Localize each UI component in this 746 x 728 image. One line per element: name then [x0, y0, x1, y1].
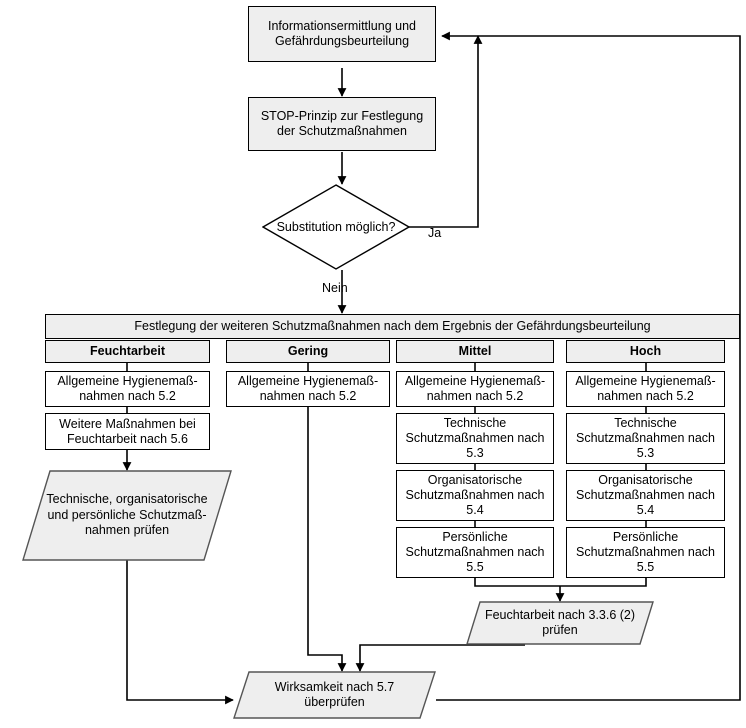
step-hoch-2[interactable]: Technische Schutzmaßnahmen nach 5.3	[566, 413, 725, 464]
column-header-gering-label: Gering	[287, 344, 329, 358]
step-hoch-2-label: Technische Schutzmaßnahmen nach 5.3	[576, 416, 715, 460]
edge-label-ja: Ja	[428, 226, 442, 240]
step-feuchtarbeit-2-label: Weitere Maßnahmen bei Feuchtarbeit nach …	[59, 416, 196, 446]
step-mittel-1[interactable]: Allgemeine Hygienemaß- nahmen nach 5.2	[396, 371, 554, 407]
step-mittel-2-label: Technische Schutzmaßnahmen nach 5.3	[405, 416, 545, 460]
column-header-hoch-label: Hoch	[629, 344, 662, 358]
step-gering-1[interactable]: Allgemeine Hygienemaß- nahmen nach 5.2	[226, 371, 390, 407]
step-mittel-3-label: Organisatorische Schutzmaßnahmen nach 5.…	[405, 473, 545, 517]
step-gering-1-label: Allgemeine Hygienemaß- nahmen nach 5.2	[237, 374, 379, 403]
step-hoch-1-label: Allgemeine Hygienemaß- nahmen nach 5.2	[575, 374, 716, 403]
node-banner-festlegung-label: Festlegung der weiteren Schutzmaßnahmen …	[134, 319, 651, 333]
node-pruefen-links-label: Technische, organisatorische und persönl…	[46, 492, 208, 538]
step-mittel-3[interactable]: Organisatorische Schutzmaßnahmen nach 5.…	[396, 470, 554, 521]
step-mittel-2[interactable]: Technische Schutzmaßnahmen nach 5.3	[396, 413, 554, 464]
edge-label-nein: Nein	[322, 281, 348, 295]
node-wirksamkeit-label: Wirksamkeit nach 5.7 überprüfen	[274, 679, 395, 710]
node-banner-festlegung[interactable]: Festlegung der weiteren Schutzmaßnahmen …	[45, 314, 740, 339]
column-header-gering[interactable]: Gering	[226, 340, 390, 363]
column-header-feuchtarbeit[interactable]: Feuchtarbeit	[45, 340, 210, 363]
step-mittel-4-label: Persönliche Schutzmaßnahmen nach 5.5	[405, 530, 545, 574]
node-wirksamkeit[interactable]: Wirksamkeit nach 5.7 überprüfen	[233, 671, 436, 719]
step-hoch-4-label: Persönliche Schutzmaßnahmen nach 5.5	[576, 530, 715, 574]
node-stop-prinzip-label: STOP-Prinzip zur Festlegung der Schutzma…	[260, 109, 424, 138]
column-header-mittel[interactable]: Mittel	[396, 340, 554, 363]
node-decision-substitution[interactable]: Substitution möglich?	[262, 184, 410, 270]
column-header-mittel-label: Mittel	[458, 344, 492, 358]
edge-hoch-step4-to-merge	[560, 578, 647, 587]
step-feuchtarbeit-2[interactable]: Weitere Maßnahmen bei Feuchtarbeit nach …	[45, 413, 210, 450]
step-hoch-1[interactable]: Allgemeine Hygienemaß- nahmen nach 5.2	[566, 371, 725, 407]
step-mittel-4[interactable]: Persönliche Schutzmaßnahmen nach 5.5	[396, 527, 554, 578]
node-stop-prinzip[interactable]: STOP-Prinzip zur Festlegung der Schutzma…	[248, 97, 436, 151]
node-feuchtarbeit-pruefen-label: Feuchtarbeit nach 3.3.6 (2) prüfen	[484, 607, 636, 638]
step-hoch-3-label: Organisatorische Schutzmaßnahmen nach 5.…	[576, 473, 715, 517]
step-hoch-3[interactable]: Organisatorische Schutzmaßnahmen nach 5.…	[566, 470, 725, 521]
node-pruefen-links[interactable]: Technische, organisatorische und persönl…	[22, 470, 232, 561]
step-feuchtarbeit-1-label: Allgemeine Hygienemaß- nahmen nach 5.2	[57, 374, 198, 403]
node-decision-substitution-label: Substitution möglich?	[276, 219, 396, 234]
step-mittel-1-label: Allgemeine Hygienemaß- nahmen nach 5.2	[404, 374, 546, 403]
column-header-feuchtarbeit-label: Feuchtarbeit	[89, 344, 165, 358]
node-informationsermittlung-label: Informationsermittlung und Gefährdungsbe…	[268, 19, 416, 48]
edge-mittel-step4-to-merge	[474, 578, 560, 587]
edge-pruefen-to-wirksamkeit	[126, 560, 234, 705]
node-feuchtarbeit-pruefen[interactable]: Feuchtarbeit nach 3.3.6 (2) prüfen	[466, 601, 654, 645]
node-informationsermittlung[interactable]: Informationsermittlung und Gefährdungsbe…	[248, 6, 436, 62]
column-header-hoch[interactable]: Hoch	[566, 340, 725, 363]
edge-gering-to-wirksamkeit	[307, 407, 347, 672]
step-feuchtarbeit-1[interactable]: Allgemeine Hygienemaß- nahmen nach 5.2	[45, 371, 210, 407]
edge-feuchtarbeit-pruefen-to-wirksamkeit	[355, 644, 525, 672]
step-hoch-4[interactable]: Persönliche Schutzmaßnahmen nach 5.5	[566, 527, 725, 578]
